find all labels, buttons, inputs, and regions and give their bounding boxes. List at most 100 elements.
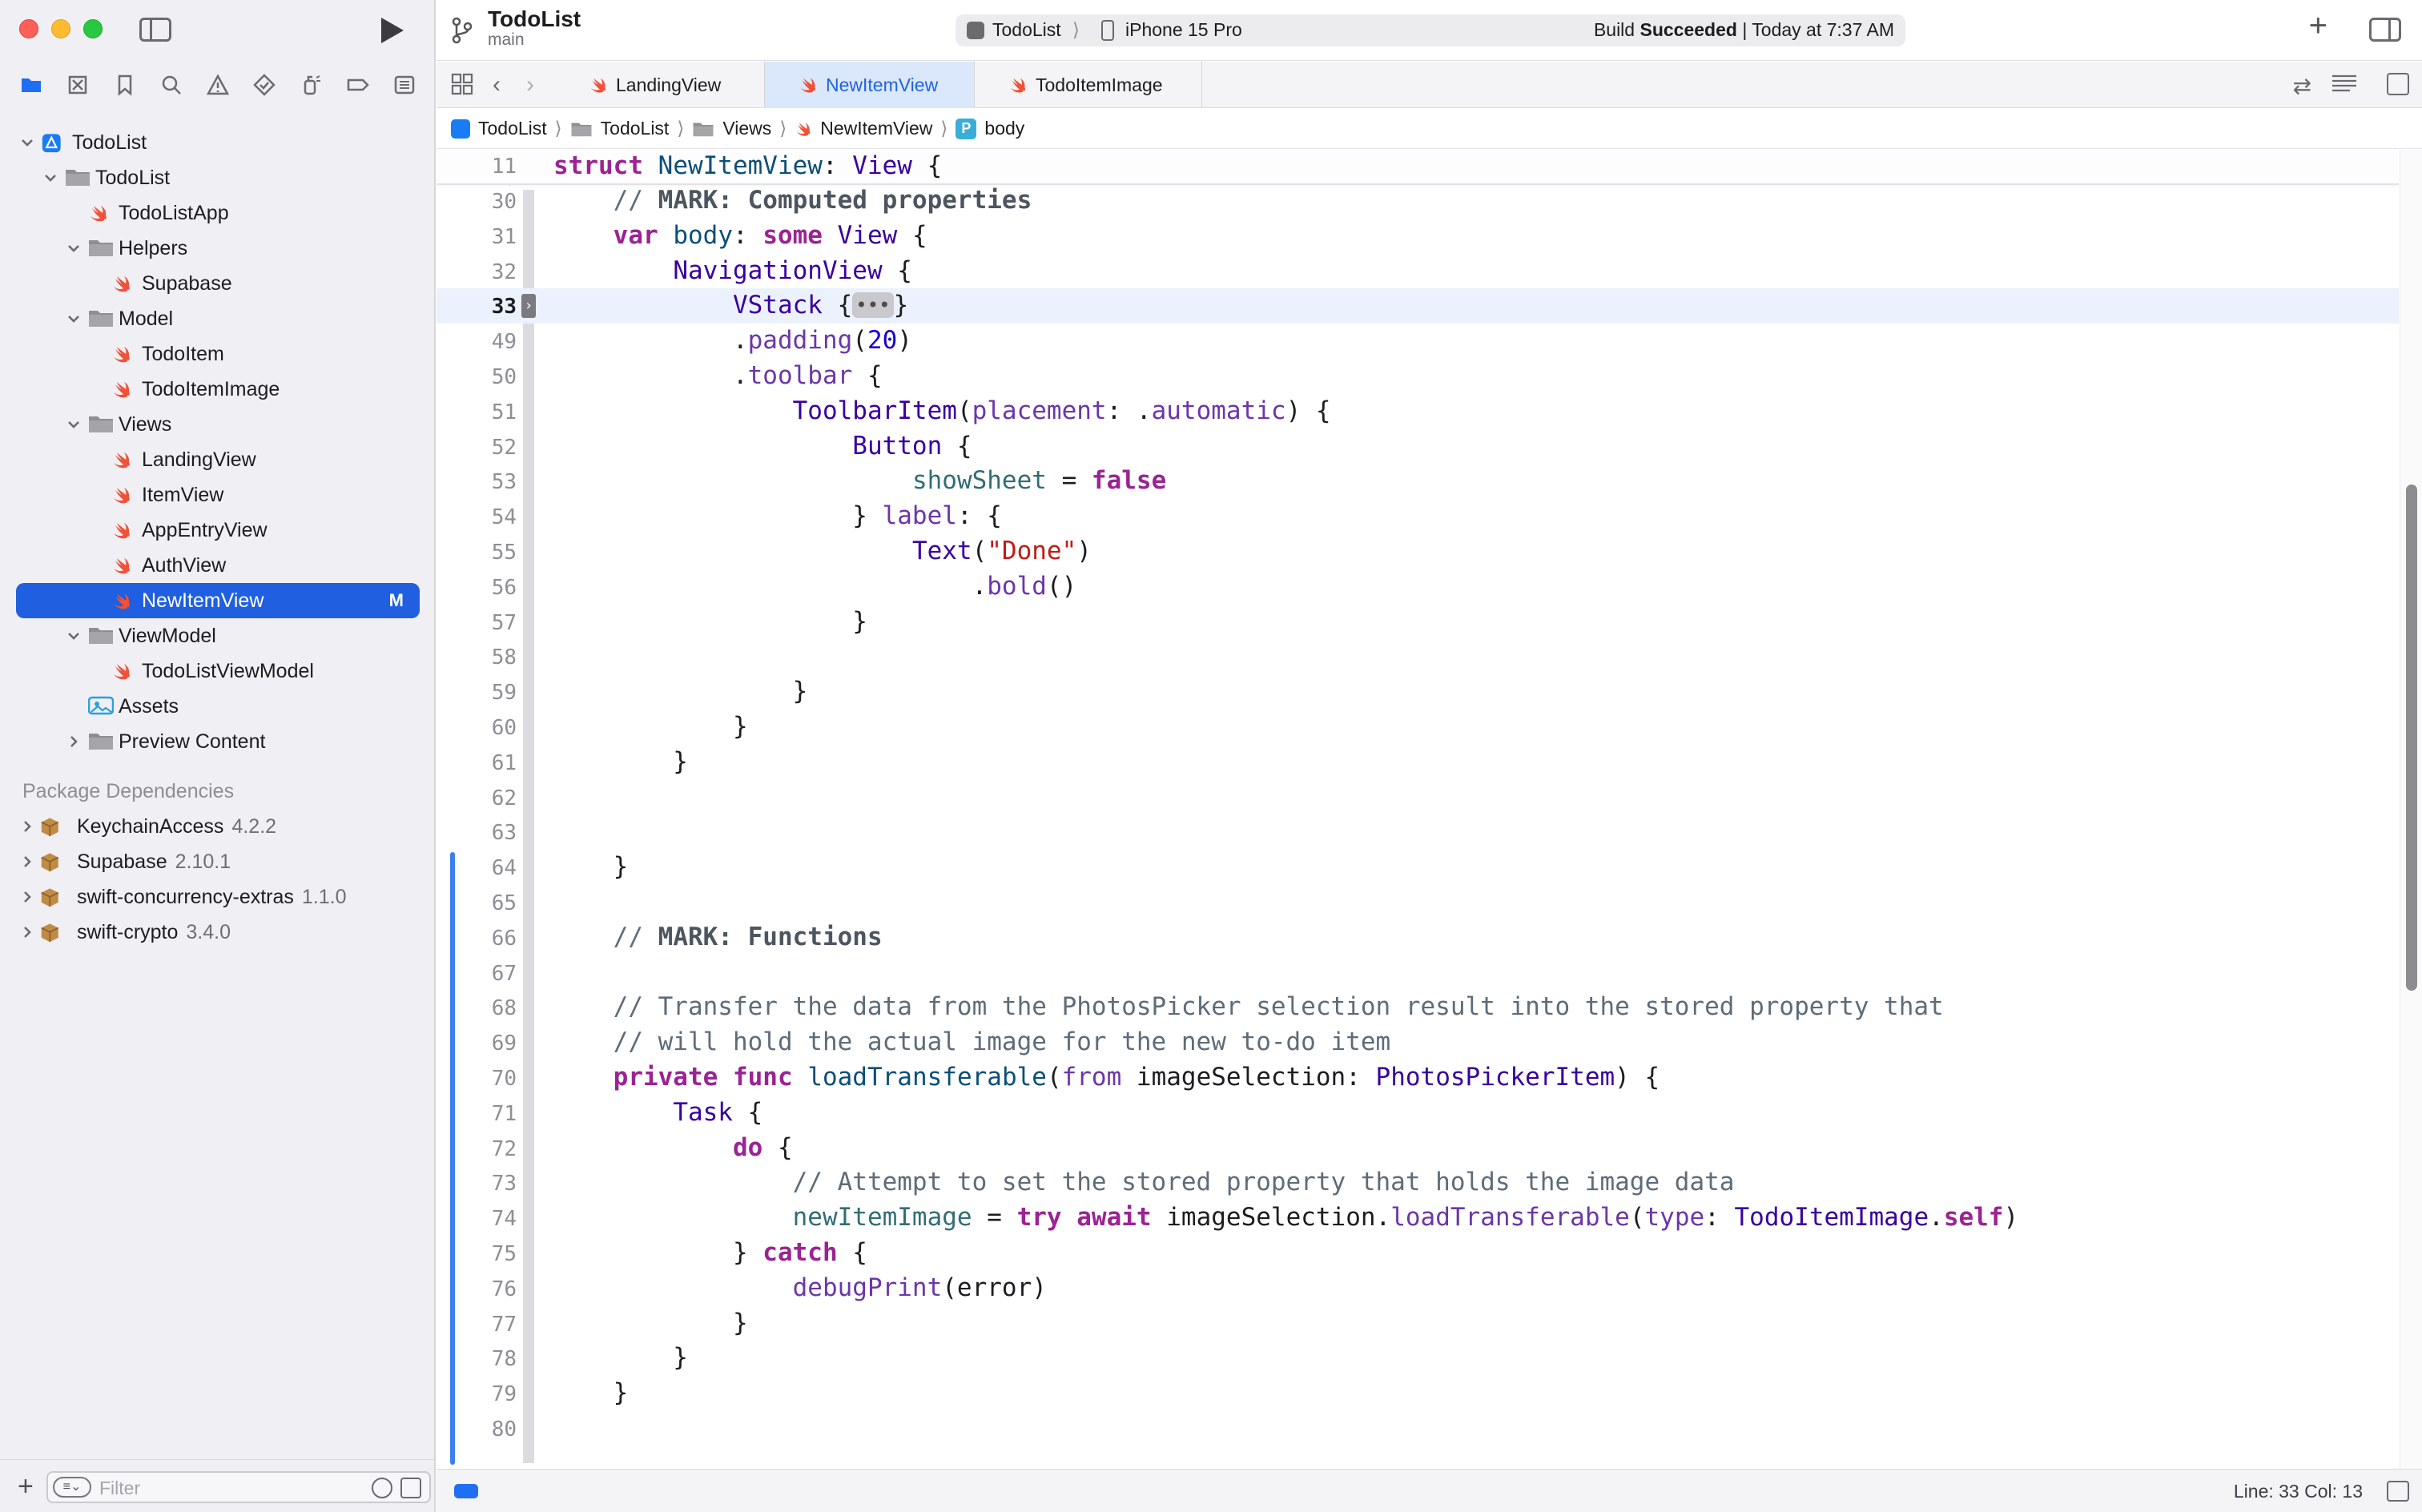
build-status-result: Succeeded <box>1639 19 1737 40</box>
build-status: Build Succeeded | Today at 7:37 AM <box>1594 19 1894 41</box>
filter-options-icon[interactable]: ≡⌄ <box>53 1477 91 1498</box>
file-tree-row[interactable]: NewItemView M <box>16 583 420 618</box>
run-icon[interactable] <box>381 18 404 43</box>
inspector-toggle-icon[interactable] <box>2369 18 2401 42</box>
breadcrumb-item[interactable]: TodoList⟩ <box>451 118 562 139</box>
add-file-plus-icon[interactable]: + <box>18 1471 34 1502</box>
file-tree-row[interactable]: Assets <box>0 689 436 724</box>
branch-name[interactable]: main <box>488 30 525 49</box>
file-tree-row[interactable]: AppEntryView <box>0 513 436 548</box>
fold-marker-icon[interactable]: › <box>521 294 536 319</box>
scroll-thumb[interactable] <box>2406 485 2417 991</box>
package-name-text: swift-concurrency-extras <box>77 885 294 908</box>
breadcrumb-item[interactable]: Views⟩ <box>692 118 787 139</box>
file-tree-row[interactable]: Preview Content <box>0 724 436 759</box>
chevron-down-icon[interactable] <box>20 135 34 150</box>
file-name: Supabase <box>142 271 232 295</box>
swift-file-icon <box>114 558 130 574</box>
zoom-window-button[interactable] <box>83 19 103 38</box>
breakpoint-icon[interactable] <box>344 71 372 99</box>
chevron-down-icon[interactable] <box>66 629 81 643</box>
code-folding-ribbon[interactable] <box>523 190 534 1463</box>
file-tree-row[interactable]: TodoList <box>0 125 436 160</box>
chevron-down-icon[interactable] <box>66 417 81 432</box>
sticky-scope-header[interactable]: 11 struct NewItemView: View { <box>437 150 2399 185</box>
debug-area-toggle-icon[interactable] <box>2387 1481 2409 1502</box>
file-tree-row[interactable]: LandingView <box>0 442 436 477</box>
file-tree-row[interactable]: TodoListApp <box>0 195 436 231</box>
code-line: } <box>553 1343 688 1373</box>
file-tree-row[interactable]: TodoItemImage <box>0 372 436 407</box>
chevron-right-icon[interactable] <box>20 819 34 834</box>
navigate-back-chevron-icon[interactable]: ‹ <box>493 71 501 98</box>
chevron-down-icon[interactable] <box>66 312 81 326</box>
split-editor-icon[interactable] <box>2387 73 2409 95</box>
editor-scrollbar[interactable] <box>2400 150 2422 1469</box>
source-control-filter-icon[interactable] <box>400 1478 421 1498</box>
file-tree-row[interactable]: Model <box>0 301 436 336</box>
close-window-button[interactable] <box>19 19 38 38</box>
code-review-arrows-icon[interactable]: ⇄ <box>2292 74 2311 99</box>
sidebar-toggle-icon[interactable] <box>139 18 171 42</box>
debug-area-indicator[interactable] <box>454 1484 478 1498</box>
cursor-position: Line: 33 Col: 13 <box>2233 1481 2363 1502</box>
chevron-right-icon[interactable] <box>20 855 34 869</box>
chevron-down-icon[interactable] <box>66 241 81 255</box>
branch-icon[interactable] <box>451 16 473 45</box>
editor-tab[interactable]: TodoItemImage <box>975 62 1202 108</box>
chevron-down-icon[interactable] <box>43 171 58 185</box>
file-tree-row[interactable]: ItemView <box>0 477 436 513</box>
scheme-selector[interactable]: TodoList <box>992 19 1061 40</box>
file-tree-row[interactable]: Helpers <box>0 231 436 266</box>
report-icon[interactable] <box>391 71 418 99</box>
breadcrumb-item[interactable]: TodoList⟩ <box>570 118 684 139</box>
navigate-forward-chevron-icon[interactable]: › <box>526 71 534 98</box>
project-title[interactable]: TodoList <box>488 6 581 31</box>
breadcrumb-item[interactable]: NewItemView⟩ <box>795 118 947 139</box>
source-control-change-bar[interactable] <box>450 852 455 1465</box>
chevron-right-icon[interactable] <box>66 734 81 749</box>
modified-badge: M <box>388 590 404 610</box>
source-editor[interactable]: 11 struct NewItemView: View { 2930 // MA… <box>437 150 2399 1469</box>
editor-tab[interactable]: LandingView <box>555 62 765 108</box>
issue-warning-icon[interactable] <box>204 71 231 99</box>
file-tree-row[interactable]: AuthView <box>0 548 436 583</box>
file-tree-row[interactable]: TodoItem <box>0 336 436 372</box>
library-plus-icon[interactable]: + <box>2308 8 2327 43</box>
related-items-grid-icon[interactable] <box>451 73 473 95</box>
find-icon[interactable] <box>158 71 185 99</box>
file-tree-row[interactable]: ViewModel <box>0 618 436 653</box>
code-line: do { <box>732 1132 793 1162</box>
editor-options-lines-icon[interactable] <box>2331 73 2358 95</box>
recent-files-clock-icon[interactable] <box>372 1478 392 1498</box>
file-tree-row[interactable]: Views <box>0 407 436 442</box>
breadcrumb-label: TodoList <box>478 118 547 139</box>
line-number: 57 <box>491 610 517 635</box>
file-tree-row[interactable]: Supabase <box>0 266 436 301</box>
code-line: .padding(20) <box>553 326 912 356</box>
project-navigator-folder-icon[interactable] <box>18 71 45 99</box>
current-line-highlight <box>437 288 2399 324</box>
editor-tab[interactable]: NewItemView <box>765 62 975 108</box>
run-destination-selector[interactable]: iPhone 15 Pro <box>1125 19 1242 40</box>
chevron-right-icon[interactable] <box>20 890 34 904</box>
code-line: // MARK: Functions <box>613 922 883 951</box>
file-name: NewItemView <box>142 589 264 612</box>
chevron-right-icon[interactable] <box>20 925 34 939</box>
navigator-filter-input[interactable]: ≡⌄ Filter <box>46 1471 431 1503</box>
minimize-window-button[interactable] <box>51 19 70 38</box>
bookmark-icon[interactable] <box>111 71 139 99</box>
test-diamond-icon[interactable] <box>251 71 278 99</box>
file-tree-row[interactable]: TodoListViewModel <box>0 653 436 689</box>
file-tree-row[interactable]: TodoList <box>0 160 436 195</box>
line-number: 73 <box>491 1172 517 1196</box>
line-number: 51 <box>491 400 517 424</box>
debug-spray-icon[interactable] <box>297 71 324 99</box>
source-control-icon[interactable] <box>64 71 91 99</box>
breadcrumb-separator: ⟩ <box>940 118 948 139</box>
